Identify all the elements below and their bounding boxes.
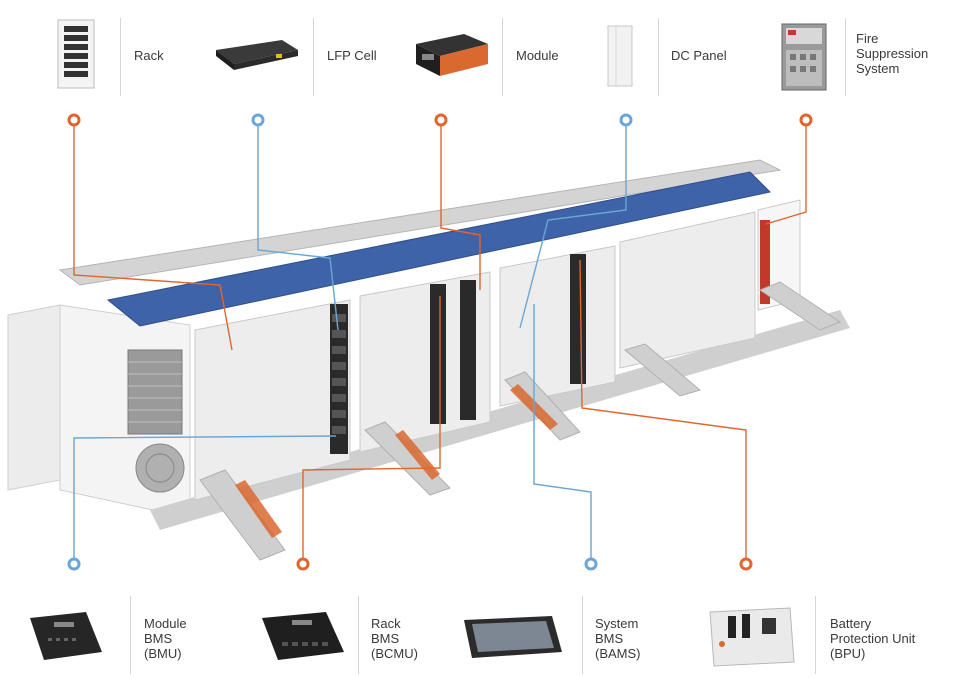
rack-group-1 <box>194 299 351 501</box>
rack-thumbnail <box>57 19 95 89</box>
top-divider-3 <box>502 18 503 96</box>
module-label: Module <box>516 48 559 63</box>
roof-strip <box>106 171 772 327</box>
fire-suppression-thumbnail <box>781 23 827 91</box>
rack-label: Rack <box>134 48 164 63</box>
rack-group-2 <box>359 271 491 453</box>
base-frame <box>150 310 850 530</box>
back-rail <box>58 159 782 286</box>
rack-group-4 <box>619 199 801 369</box>
bams-label: System BMS (BAMS) <box>595 616 641 661</box>
hvac-grille <box>127 349 183 435</box>
energy-storage-system-illustration <box>7 113 850 571</box>
top-divider-1 <box>120 18 121 96</box>
bottom-divider-2 <box>358 596 359 674</box>
callout-markers-top <box>67 113 813 127</box>
callout-lines-top <box>73 120 807 351</box>
module-thumbnail <box>416 34 488 76</box>
bottom-divider-4 <box>815 596 816 674</box>
bottom-divider-3 <box>582 596 583 674</box>
bpu-label: Battery Protection Unit (BPU) <box>830 616 916 661</box>
dc-panel-label: DC Panel <box>671 48 727 63</box>
hvac-fan-icon <box>135 443 185 493</box>
bottom-divider-1 <box>130 596 131 674</box>
bams-thumbnail <box>464 616 562 658</box>
callout-lines-bottom <box>73 259 747 564</box>
bmu-label: Module BMS (BMU) <box>144 616 187 661</box>
bpu-thumbnail <box>709 607 795 667</box>
rack-group-3 <box>499 245 616 407</box>
bmu-thumbnail <box>30 612 102 660</box>
top-divider-5 <box>845 18 846 96</box>
bcmu-label: Rack BMS (BCMU) <box>371 616 418 661</box>
fire-suppression-label: Fire Suppression System <box>856 31 929 76</box>
lfp-cell-thumbnail <box>216 40 298 70</box>
end-wall <box>7 304 61 491</box>
bcmu-thumbnail <box>262 612 344 660</box>
top-divider-2 <box>313 18 314 96</box>
callout-markers-bottom <box>67 557 753 571</box>
top-divider-4 <box>658 18 659 96</box>
dc-panel-thumbnail <box>607 25 633 87</box>
lfp-cell-label: LFP Cell <box>327 48 377 63</box>
